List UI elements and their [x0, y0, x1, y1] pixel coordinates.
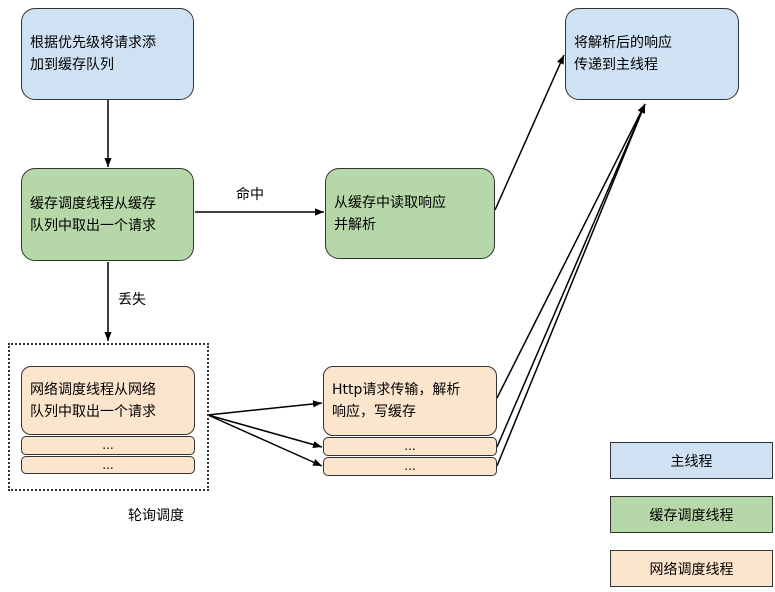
group-label-polling: 轮询调度: [128, 508, 184, 524]
polling-group-box: [8, 343, 209, 491]
edge-label-miss: 丢失: [118, 292, 146, 308]
node-http-transfer: Http请求传输，解析 响应，写缓存: [323, 366, 497, 436]
legend-main-thread-label: 主线程: [670, 453, 713, 470]
network-queue-more-1: ...: [21, 436, 195, 455]
http-queue-more-1-label: ...: [404, 439, 416, 453]
network-queue-more-1-label: ...: [102, 438, 114, 452]
network-queue-more-2-label: ...: [102, 458, 114, 472]
edge-network-to-http-more-1: [207, 414, 323, 449]
node-deliver-label: 将解析后的响应 传递到主线程: [574, 35, 672, 73]
node-enqueue-label: 根据优先级将请求添 加到缓存队列: [30, 35, 156, 73]
legend-cache-thread: 缓存调度线程: [610, 496, 773, 533]
edge-network-to-http-more-2: [207, 414, 323, 467]
network-queue-more-2: ...: [21, 456, 195, 474]
edge-label-hit: 命中: [236, 187, 264, 203]
legend-main-thread: 主线程: [610, 442, 773, 479]
http-queue-more-2-label: ...: [404, 459, 416, 473]
node-deliver: 将解析后的响应 传递到主线程: [565, 8, 739, 100]
legend-network-thread: 网络调度线程: [610, 550, 773, 587]
node-cache-dispatch: 缓存调度线程从缓存 队列中取出一个请求: [21, 168, 194, 261]
node-http-transfer-label: Http请求传输，解析 响应，写缓存: [332, 382, 461, 420]
legend-network-thread-label: 网络调度线程: [649, 561, 734, 578]
edge-network-to-http: [207, 400, 323, 416]
edge-http-more-2-to-deliver: [496, 103, 646, 467]
node-cache-read: 从缓存中读取响应 并解析: [325, 168, 495, 259]
http-queue-more-1: ...: [323, 437, 497, 456]
node-network-dispatch-label: 网络调度线程从网络 队列中取出一个请求: [30, 381, 156, 420]
node-cache-dispatch-label: 缓存调度线程从缓存 队列中取出一个请求: [30, 195, 156, 234]
node-enqueue: 根据优先级将请求添 加到缓存队列: [21, 8, 194, 100]
edge-cache-read-to-deliver: [494, 54, 565, 211]
http-queue-more-2: ...: [323, 457, 497, 476]
legend-cache-thread-label: 缓存调度线程: [649, 507, 734, 524]
node-cache-read-label: 从缓存中读取响应 并解析: [334, 194, 446, 233]
node-network-dispatch: 网络调度线程从网络 队列中取出一个请求: [21, 366, 195, 435]
edge-http-to-deliver: [496, 103, 646, 399]
edge-http-more-1-to-deliver: [496, 103, 646, 448]
